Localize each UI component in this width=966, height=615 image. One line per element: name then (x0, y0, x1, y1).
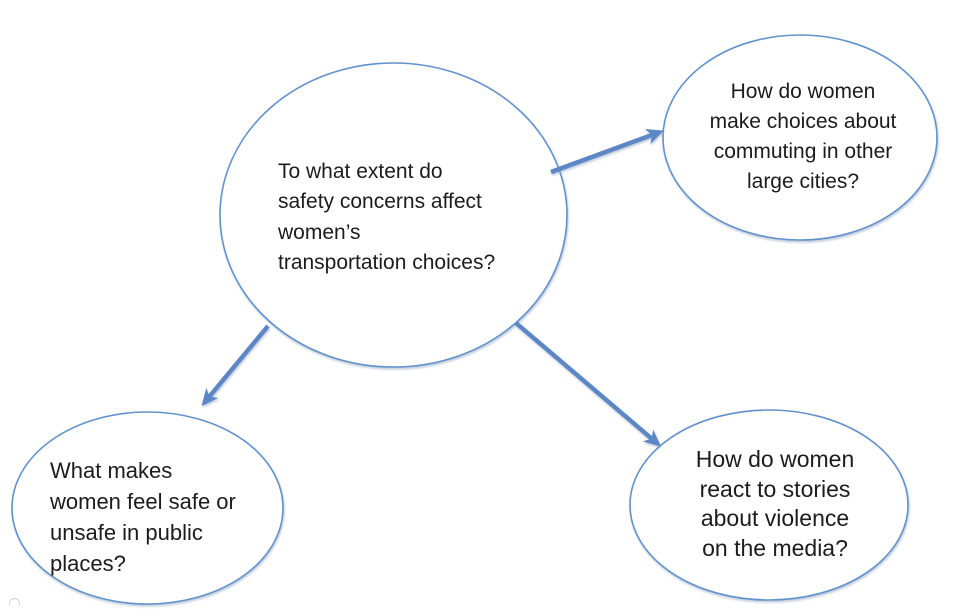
bottom-right-node-line: react to stories (699, 475, 851, 502)
top-right-node-label: How do women make choices about commutin… (683, 77, 923, 197)
central-node-ellipse (219, 62, 568, 368)
bottom-right-node-line: on the media? (702, 534, 848, 561)
bottom-right-node-line: How do women (695, 446, 855, 472)
bottom-left-node-label: What makes women feel safe or unsafe in … (50, 455, 290, 579)
central-node-line: To what extent do (278, 160, 443, 183)
stray-mark (9, 598, 20, 605)
central-node-line: transportation choices? (278, 251, 496, 275)
bottom-left-node-line: What makes (50, 458, 173, 483)
bottom-right-node-label: How do women react to stories about viol… (655, 445, 895, 563)
top-right-node-line: large cities? (746, 170, 860, 193)
bottom-left-node-ellipse (11, 411, 284, 605)
bottom-left-node-line: places? (50, 551, 126, 576)
top-right-node-line: How do women (730, 80, 876, 103)
top-right-node-line: commuting in other (713, 140, 893, 163)
bottom-left-node-line: unsafe in public (50, 520, 203, 545)
arrow-central-to-top-right (550, 129, 664, 175)
central-node-line: safety concerns affect (278, 190, 482, 214)
bottom-right-node-line: about violence (700, 505, 850, 531)
bottom-left-node-line: women feel safe or (50, 489, 236, 514)
bottom-right-node-ellipse (629, 409, 909, 601)
central-node-label: To what extent do safety concerns affect… (278, 157, 540, 279)
top-right-node-line: make choices about (709, 110, 897, 133)
central-node-line: women’s (278, 220, 361, 244)
arrow-central-to-bottom-right (514, 321, 661, 447)
arrow-central-to-bottom-left (201, 324, 270, 406)
